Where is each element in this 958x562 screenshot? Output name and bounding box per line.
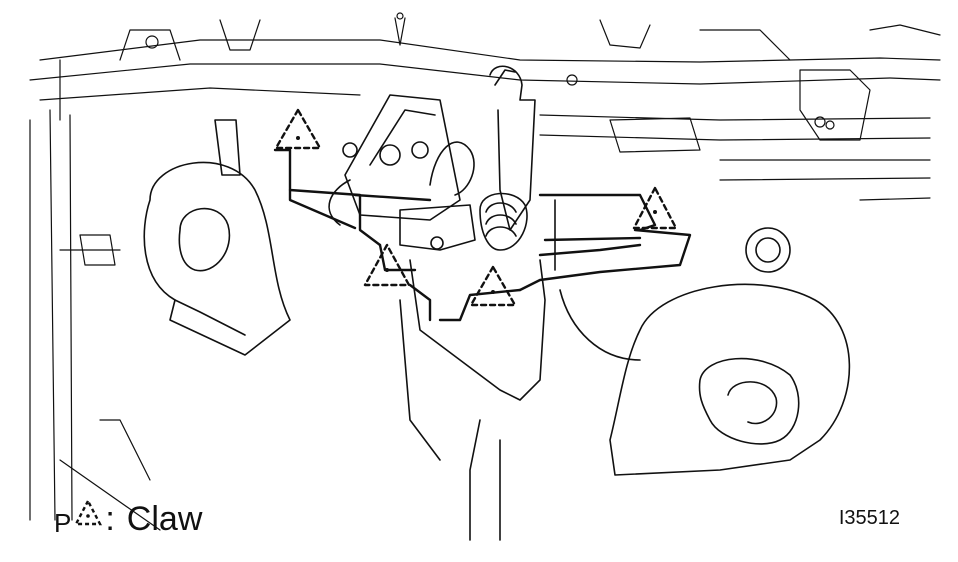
- claw-callout-icon: [469, 265, 517, 307]
- claw-callout-dot-icon: [653, 210, 657, 214]
- claw-callouts: [274, 108, 678, 307]
- dashed-triangle-icon: [74, 498, 103, 526]
- left-horn: [143, 119, 291, 356]
- figure-id: I35512: [838, 507, 900, 529]
- claw-callout-icon: [363, 243, 411, 287]
- legend: P : Claw: [54, 492, 202, 536]
- claw-callout-dot-icon: [385, 268, 389, 272]
- legend-separator: :: [105, 500, 115, 538]
- claw-callout-dot-icon: [296, 136, 300, 140]
- legend-prefix: P: [54, 508, 72, 538]
- claw-callout-dot-icon: [491, 290, 495, 294]
- claw-callout-icon: [274, 108, 322, 150]
- claw-callout-icon: [632, 186, 678, 230]
- hood-lock-assembly: [328, 65, 641, 541]
- legend-label: Claw: [126, 500, 203, 538]
- radiator-support-frame: [29, 12, 941, 531]
- hood-lock-support: [273, 148, 692, 322]
- right-horn: [609, 227, 851, 476]
